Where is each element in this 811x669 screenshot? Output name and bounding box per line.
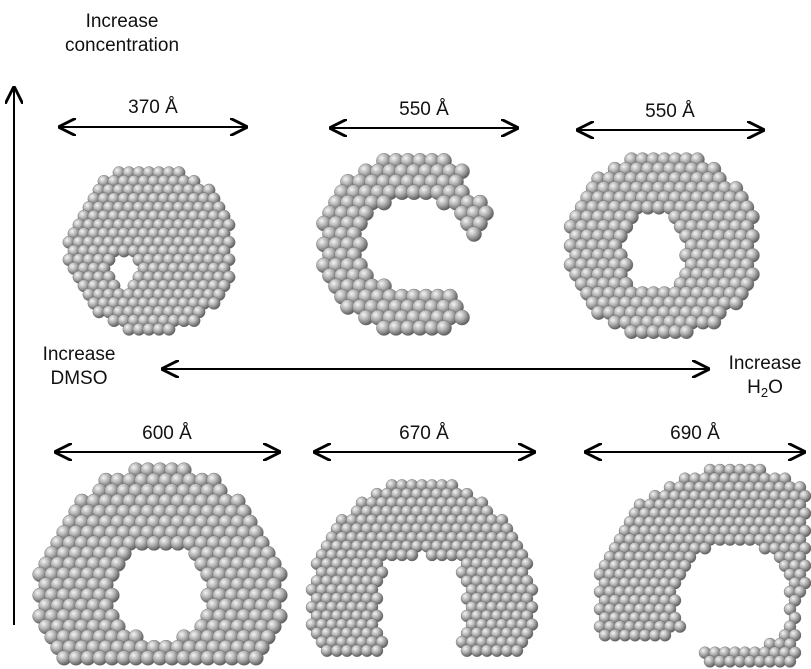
- bead: [784, 655, 796, 667]
- concentration-label: Increase concentration: [52, 10, 192, 58]
- concentration-label-line1: Increase: [52, 10, 192, 34]
- assembly-6-arc: [594, 464, 811, 667]
- water-label-h: H: [747, 377, 761, 398]
- assembly-1-sphere: [63, 167, 235, 336]
- bead: [680, 325, 694, 339]
- dim-label-4: 600 Å: [117, 422, 217, 446]
- bead: [511, 645, 523, 657]
- assembly-2-open-torus: [316, 153, 493, 335]
- bead: [699, 542, 711, 554]
- assembly-5-horseshoe: [306, 479, 538, 656]
- dim-label-3: 550 Å: [620, 100, 720, 124]
- dmso-label: Increase DMSO: [32, 343, 126, 391]
- assembly-3-ring: [564, 153, 760, 339]
- concentration-label-line2: concentration: [52, 34, 192, 58]
- water-label-line1: Increase: [722, 352, 808, 376]
- dim-label-6: 690 Å: [645, 422, 745, 446]
- bead: [249, 651, 264, 666]
- water-label-o: O: [768, 377, 783, 398]
- water-label-subscript: 2: [761, 385, 768, 400]
- dim-label-5: 670 Å: [374, 422, 474, 446]
- bead: [406, 549, 418, 561]
- bead: [707, 315, 721, 329]
- bead: [729, 296, 743, 310]
- bead: [466, 226, 481, 241]
- bead: [454, 310, 469, 325]
- assembly-4-horseshoe: [33, 463, 288, 666]
- dmso-label-line2: DMSO: [32, 367, 126, 391]
- bead: [208, 297, 220, 309]
- bead: [659, 629, 671, 641]
- dim-label-2: 550 Å: [374, 98, 474, 122]
- dim-label-1: 370 Å: [103, 96, 203, 120]
- water-label: Increase H2O: [722, 352, 808, 405]
- bead: [188, 314, 200, 326]
- bead: [376, 195, 391, 210]
- dmso-label-line1: Increase: [32, 343, 126, 367]
- water-label-line2: H2O: [722, 376, 808, 405]
- bead: [436, 320, 451, 335]
- bead: [163, 323, 175, 335]
- bead: [674, 621, 686, 633]
- bead: [371, 645, 383, 657]
